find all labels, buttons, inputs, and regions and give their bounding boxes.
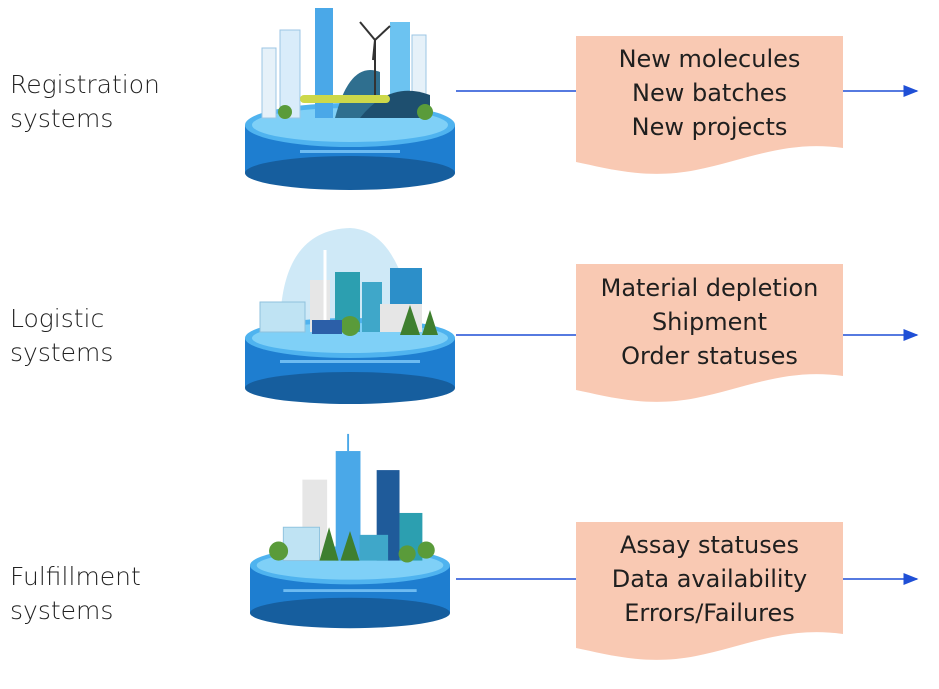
note-shape bbox=[576, 522, 843, 660]
note-line: New batches bbox=[631, 79, 787, 107]
system-label: Registration systems bbox=[10, 68, 160, 136]
note-shape bbox=[576, 264, 843, 402]
note-line: Material depletion bbox=[600, 274, 819, 302]
note-line: Shipment bbox=[651, 308, 768, 336]
note-line: New molecules bbox=[618, 45, 801, 73]
note-shape bbox=[576, 36, 843, 174]
note-line: New projects bbox=[631, 113, 788, 141]
note-line: Assay statuses bbox=[620, 531, 799, 559]
note-line: Order statuses bbox=[621, 342, 798, 370]
row-fulfillment: Fulfillment systems Assay statuses Data … bbox=[0, 433, 939, 662]
system-label-line1: Logistic bbox=[10, 304, 105, 333]
system-label-line2: systems bbox=[10, 104, 114, 133]
system-label: Logistic systems bbox=[10, 302, 113, 370]
wind-turbine-city-icon bbox=[245, 8, 455, 190]
system-label-line1: Fulfillment bbox=[10, 562, 141, 591]
row-registration: Registration systems New molecules bbox=[0, 0, 939, 220]
system-label-line2: systems bbox=[10, 338, 114, 367]
system-label-line1: Registration bbox=[10, 70, 160, 99]
system-label-line2: systems bbox=[10, 596, 114, 625]
note-line: Errors/Failures bbox=[624, 599, 795, 627]
skyline-city-icon bbox=[245, 228, 455, 404]
note-text: New molecules New batches New projects bbox=[576, 42, 843, 144]
system-label: Fulfillment systems bbox=[10, 560, 141, 628]
event-note: New molecules New batches New projects bbox=[576, 36, 843, 176]
note-text: Material depletion Shipment Order status… bbox=[576, 271, 843, 373]
skyscraper-city-icon bbox=[250, 433, 450, 629]
note-line: Data availability bbox=[611, 565, 808, 593]
event-note: Material depletion Shipment Order status… bbox=[576, 264, 843, 404]
event-note: Assay statuses Data availability Errors/… bbox=[576, 522, 843, 662]
row-logistic: Logistic systems Material depletion Ship… bbox=[0, 220, 939, 440]
note-text: Assay statuses Data availability Errors/… bbox=[576, 528, 843, 630]
